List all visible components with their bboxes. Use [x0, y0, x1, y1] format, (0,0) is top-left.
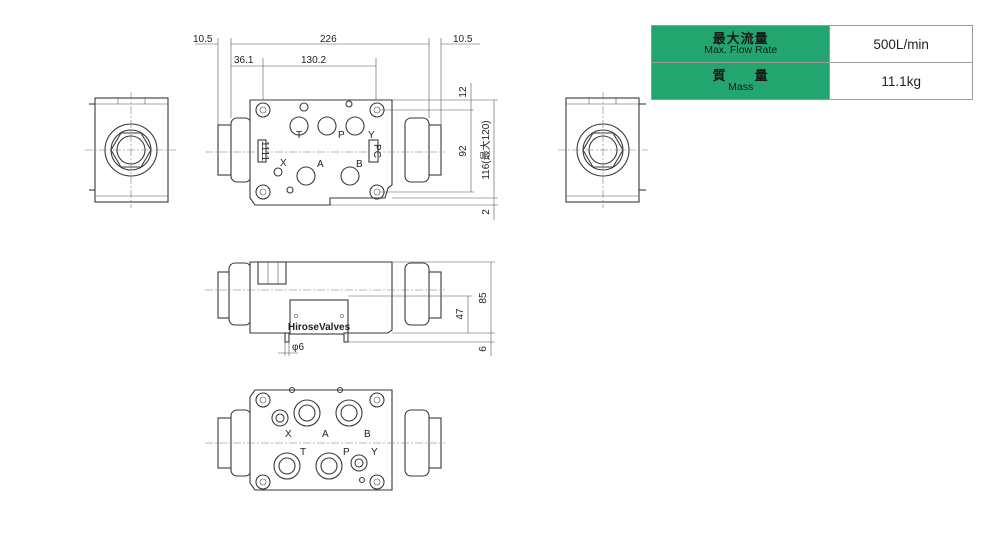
spec-value-mass: 11.1kg	[829, 62, 973, 100]
port-label-a: A	[317, 159, 324, 170]
dim-10.5-right: 10.5	[453, 34, 473, 45]
bottom-port-label-t: T	[300, 447, 306, 458]
port-label-b: B	[356, 159, 363, 170]
bottom-port-label-a: A	[322, 429, 329, 440]
bottom-port-label-p: P	[343, 447, 350, 458]
top-dimensions: 10.5 226 10.5 36.1 130.2	[193, 34, 480, 125]
bottom-view: X A B T P Y	[205, 386, 445, 491]
left-end-view	[85, 92, 176, 208]
spec-row-mass: 質 量 Mass 11.1kg	[650, 62, 973, 100]
dim-116-max-120: 116(最大120)	[479, 120, 492, 179]
right-dimensions: 12 92 116(最大120) 2	[330, 83, 498, 220]
dim-phi-6: φ6	[292, 342, 304, 353]
bottom-port-label-x: X	[285, 429, 292, 440]
bottom-port-label-b: B	[364, 429, 371, 440]
spec-row-flow-rate: 最大流量 Max. Flow Rate 500L/min	[650, 25, 973, 63]
spec-value-flow-rate: 500L/min	[829, 25, 973, 63]
port-label-y: Y	[368, 130, 375, 141]
bottom-port-label-y: Y	[371, 447, 378, 458]
dim-92: 92	[458, 145, 469, 157]
right-end-view	[558, 92, 648, 208]
port-label-t: T	[296, 130, 302, 141]
spec-label-en: Mass	[728, 81, 754, 94]
nameplate: HiroseValves	[288, 322, 351, 333]
dim-130.2: 130.2	[301, 55, 326, 66]
pc-label: PC	[371, 144, 382, 158]
dim-2: 2	[481, 209, 492, 215]
dim-226: 226	[320, 34, 337, 45]
dim-12: 12	[458, 86, 469, 98]
spec-label-flow-rate: 最大流量 Max. Flow Rate	[650, 25, 831, 63]
adjuster-label: 1111	[259, 141, 270, 161]
dim-6: 6	[478, 346, 489, 352]
dim-36.1: 36.1	[234, 55, 254, 66]
dim-10.5-left: 10.5	[193, 34, 213, 45]
top-view: 1111 PC T P Y X A B	[205, 99, 445, 206]
dim-85: 85	[478, 292, 489, 304]
port-label-x: X	[280, 158, 287, 169]
dim-47: 47	[455, 308, 466, 320]
spec-table: 最大流量 Max. Flow Rate 500L/min 質 量 Mass 11…	[650, 25, 973, 100]
port-label-p: P	[338, 130, 345, 141]
spec-label-jp: 質 量	[712, 67, 769, 83]
spec-label-mass: 質 量 Mass	[650, 62, 831, 100]
side-view: HiroseValves 85 47 6 φ6	[205, 261, 495, 356]
spec-label-jp: 最大流量	[712, 30, 769, 46]
spec-label-en: Max. Flow Rate	[704, 44, 778, 57]
